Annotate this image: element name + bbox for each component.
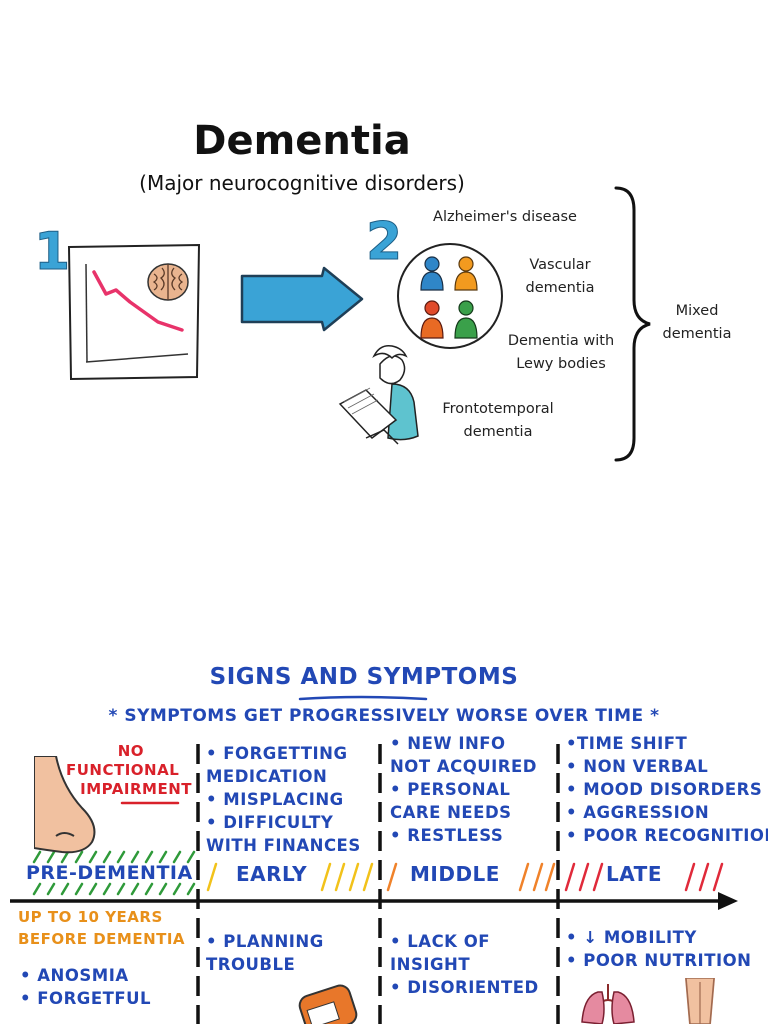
decline-chart-illustration bbox=[67, 243, 201, 381]
person-orange-icon bbox=[454, 256, 478, 291]
people-types-circle bbox=[397, 243, 503, 349]
impairment-underline bbox=[120, 801, 180, 805]
marker-2: 2 bbox=[365, 212, 403, 273]
title-underline bbox=[298, 695, 428, 701]
stage-pre-dementia: Pre-Dementia bbox=[26, 862, 193, 884]
page-title: Dementia bbox=[193, 118, 411, 164]
late-symptoms-above: •Time shift • Non verbal • Mood disorder… bbox=[566, 734, 768, 845]
early-symptoms-above: • Forgetting Medication • Misplacing • D… bbox=[206, 744, 361, 855]
person-green-icon bbox=[454, 300, 478, 339]
pill-bottle-icon bbox=[298, 984, 358, 1024]
pre-dementia-symptoms: • Anosmia • Forgetful bbox=[20, 966, 152, 1008]
arrow-right-icon bbox=[240, 266, 364, 332]
early-symptoms-below: • Planning Trouble bbox=[206, 932, 324, 974]
late-symptoms-below: • ↓ Mobility • Poor Nutrition bbox=[566, 928, 752, 970]
legs-icon bbox=[685, 978, 715, 1024]
right-brace-icon bbox=[614, 186, 651, 462]
person-red-icon bbox=[420, 300, 444, 339]
page-subtitle: (Major neurocognitive disorders) bbox=[139, 171, 465, 195]
middle-symptoms-above: • New info Not Acquired • Personal Care … bbox=[390, 734, 537, 845]
reading-person-illustration bbox=[338, 344, 419, 445]
middle-symptoms-below: • Lack of Insight • Disoriented bbox=[390, 932, 539, 997]
marker-1: 1 bbox=[33, 222, 71, 283]
progression-note: * Symptoms get progressively worse over … bbox=[108, 706, 660, 726]
type-alzheimers: Alzheimer's disease bbox=[433, 209, 577, 225]
years-before-dementia: Up to 10 years before dementia bbox=[18, 908, 186, 948]
brain-icon bbox=[147, 263, 189, 301]
no-functional-impairment: No Functional Impairment bbox=[66, 742, 192, 798]
stage-middle: Middle bbox=[410, 862, 500, 886]
nose-icon bbox=[34, 756, 96, 854]
lungs-icon bbox=[581, 984, 635, 1024]
stage-late: Late bbox=[606, 862, 662, 886]
signs-title: Signs and Symptoms bbox=[209, 664, 519, 690]
timeline-grid bbox=[10, 744, 738, 1024]
stage-early: Early bbox=[236, 862, 308, 886]
person-blue-icon bbox=[420, 256, 444, 291]
